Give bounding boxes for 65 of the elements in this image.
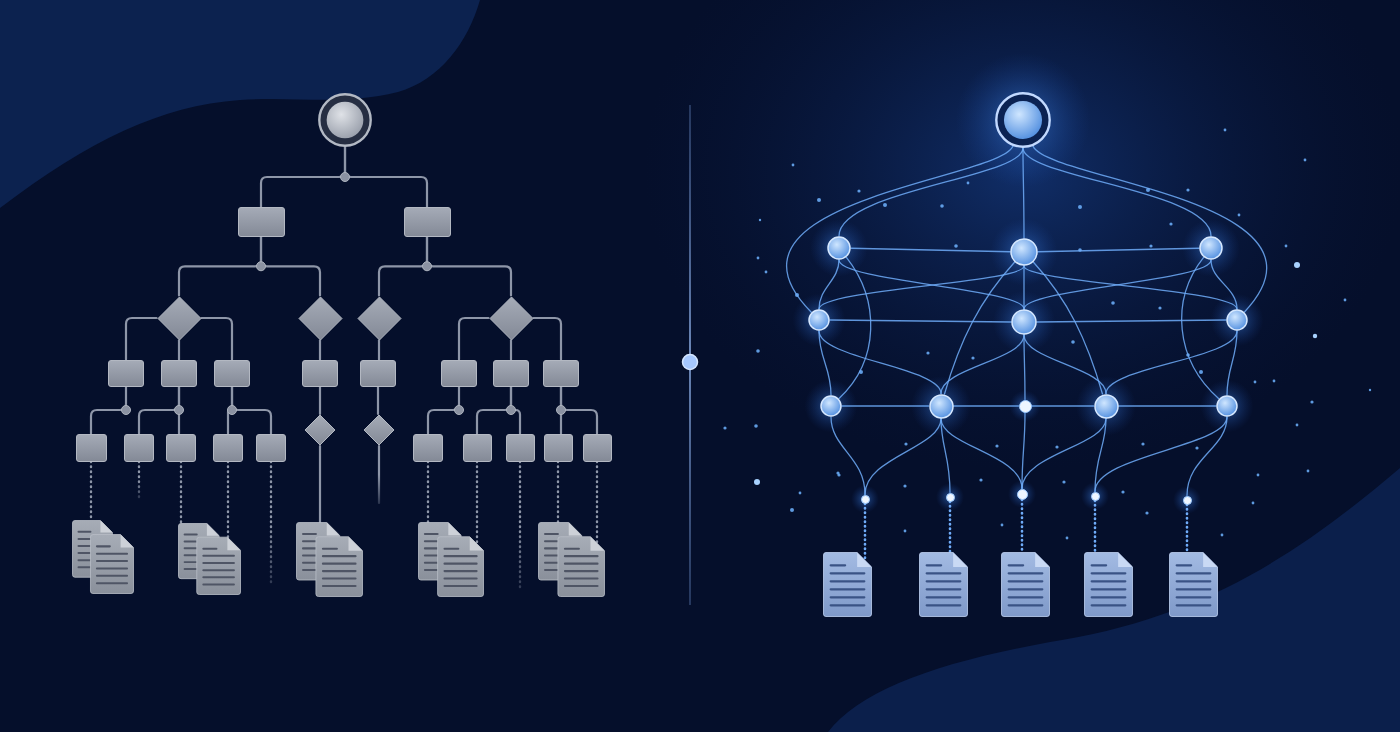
process-box xyxy=(124,433,154,462)
decision-diamond xyxy=(304,414,336,446)
document-stack-icon xyxy=(296,522,363,597)
connector-line xyxy=(318,385,322,416)
connector-line xyxy=(426,385,461,435)
process-box xyxy=(302,359,338,387)
process-box xyxy=(213,433,243,462)
connector-line xyxy=(89,385,128,435)
process-box xyxy=(256,433,286,462)
decision-diamond xyxy=(156,295,202,341)
dotted-line xyxy=(475,460,479,545)
decision-diamond xyxy=(356,295,402,341)
process-box xyxy=(493,359,529,387)
connector-line xyxy=(124,316,158,361)
connector-line xyxy=(509,339,513,361)
process-box xyxy=(237,207,285,237)
decision-diamond xyxy=(363,414,395,446)
document-stack-icon xyxy=(538,522,605,597)
dotted-line xyxy=(179,460,183,525)
connector-line xyxy=(343,145,429,209)
process-box xyxy=(462,433,492,462)
process-box xyxy=(413,433,443,462)
connector-line xyxy=(376,385,380,416)
document-icon xyxy=(823,552,872,617)
process-box xyxy=(403,207,451,237)
connector-line xyxy=(559,385,599,435)
process-box xyxy=(505,433,535,462)
dotted-line xyxy=(426,460,430,524)
connector-line xyxy=(177,339,181,361)
connector-line xyxy=(200,316,234,361)
process-box xyxy=(582,433,612,462)
process-box xyxy=(75,433,107,462)
document-stack-icon xyxy=(418,522,484,597)
process-box xyxy=(441,359,477,387)
process-box xyxy=(108,359,144,387)
document-stack-icon xyxy=(178,523,241,595)
connector-line xyxy=(318,339,322,361)
process-box xyxy=(360,359,396,387)
process-box xyxy=(214,359,250,387)
connector-line xyxy=(377,444,381,505)
document-icon xyxy=(919,552,968,617)
connector-line xyxy=(230,385,273,435)
process-box xyxy=(161,359,197,387)
connector-line xyxy=(177,385,181,435)
dotted-line xyxy=(226,460,230,539)
process-box xyxy=(543,433,573,462)
decision-diamond xyxy=(297,295,343,341)
connector-line xyxy=(509,385,522,435)
document-icon xyxy=(1169,552,1218,617)
dotted-line xyxy=(137,460,141,500)
document-icon xyxy=(1084,552,1133,617)
dotted-line xyxy=(556,460,560,524)
dotted-line xyxy=(595,460,599,545)
document-icon xyxy=(1001,552,1050,617)
connector-line xyxy=(259,235,322,297)
connector-line xyxy=(532,316,563,361)
connector-line xyxy=(318,444,322,524)
process-box xyxy=(166,433,196,462)
document-stack-icon xyxy=(72,520,134,594)
process-box xyxy=(543,359,579,387)
root-circle xyxy=(318,93,372,147)
connector-line xyxy=(425,235,513,297)
decision-diamond xyxy=(488,295,534,341)
connector-line xyxy=(457,316,490,361)
connector-line xyxy=(377,339,381,361)
